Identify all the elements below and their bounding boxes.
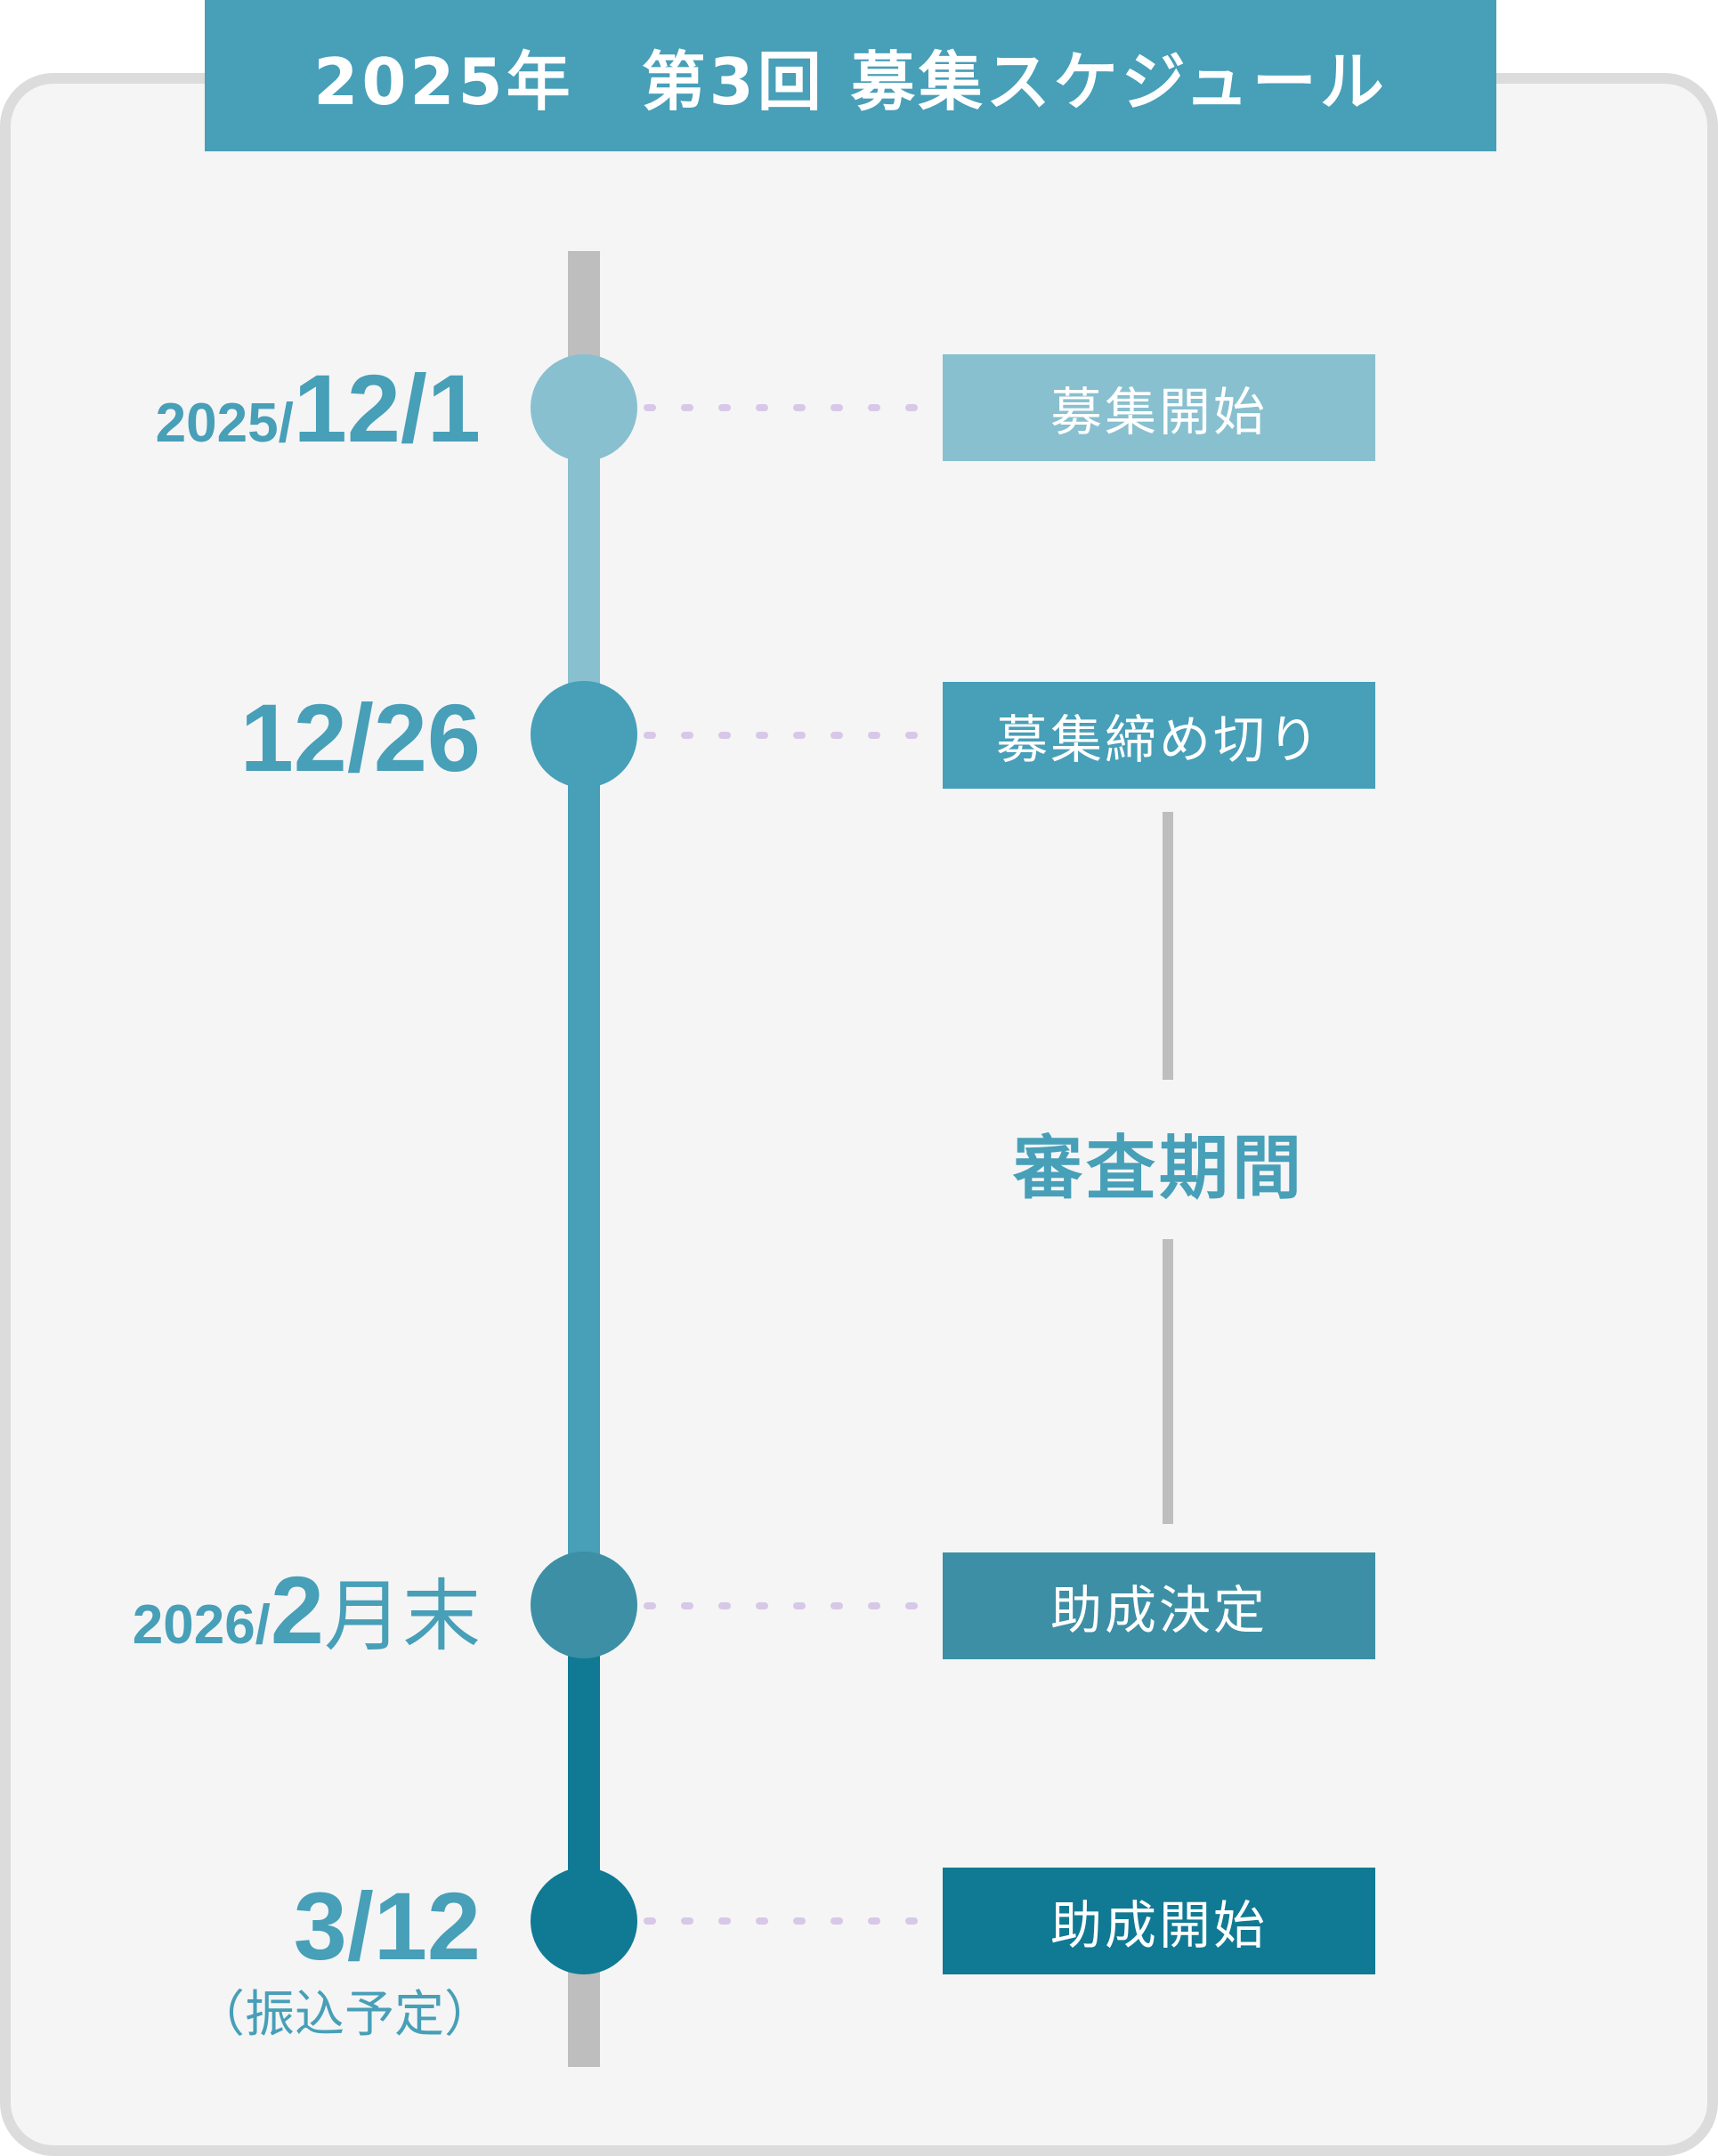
date-label-2: 12/26 bbox=[239, 684, 481, 791]
timeline-node-4 bbox=[531, 1868, 637, 1974]
connector-dots-4 bbox=[644, 1917, 928, 1925]
timeline-node-2 bbox=[531, 681, 637, 788]
connector-dots-2 bbox=[644, 732, 928, 739]
date-label-4: 3/12 bbox=[293, 1872, 481, 1980]
timeline-node-3 bbox=[531, 1552, 637, 1658]
review-line-upper bbox=[1163, 812, 1173, 1080]
connector-dots-3 bbox=[644, 1602, 928, 1609]
schedule-card bbox=[0, 73, 1718, 2156]
date-label-3: 2026/2月末 bbox=[132, 1556, 481, 1664]
review-line-lower bbox=[1163, 1239, 1173, 1524]
review-period-label: 審査期間 bbox=[1012, 1129, 1305, 1209]
connector-dots-1 bbox=[644, 404, 928, 411]
event-grant-start: 助成開始 bbox=[943, 1868, 1375, 1974]
event-recruit-start: 募集開始 bbox=[943, 354, 1375, 461]
transfer-note: （振込予定） bbox=[195, 1986, 494, 2044]
timeline-track-seg2 bbox=[568, 734, 600, 1605]
page-title: 2025年 第3回 募集スケジュール bbox=[205, 0, 1496, 151]
date-label-1: 2025/12/1 bbox=[155, 354, 481, 462]
timeline-track-seg1 bbox=[568, 408, 600, 734]
event-recruit-deadline: 募集締め切り bbox=[943, 682, 1375, 789]
timeline-node-1 bbox=[531, 354, 637, 461]
event-grant-decision: 助成決定 bbox=[943, 1552, 1375, 1659]
